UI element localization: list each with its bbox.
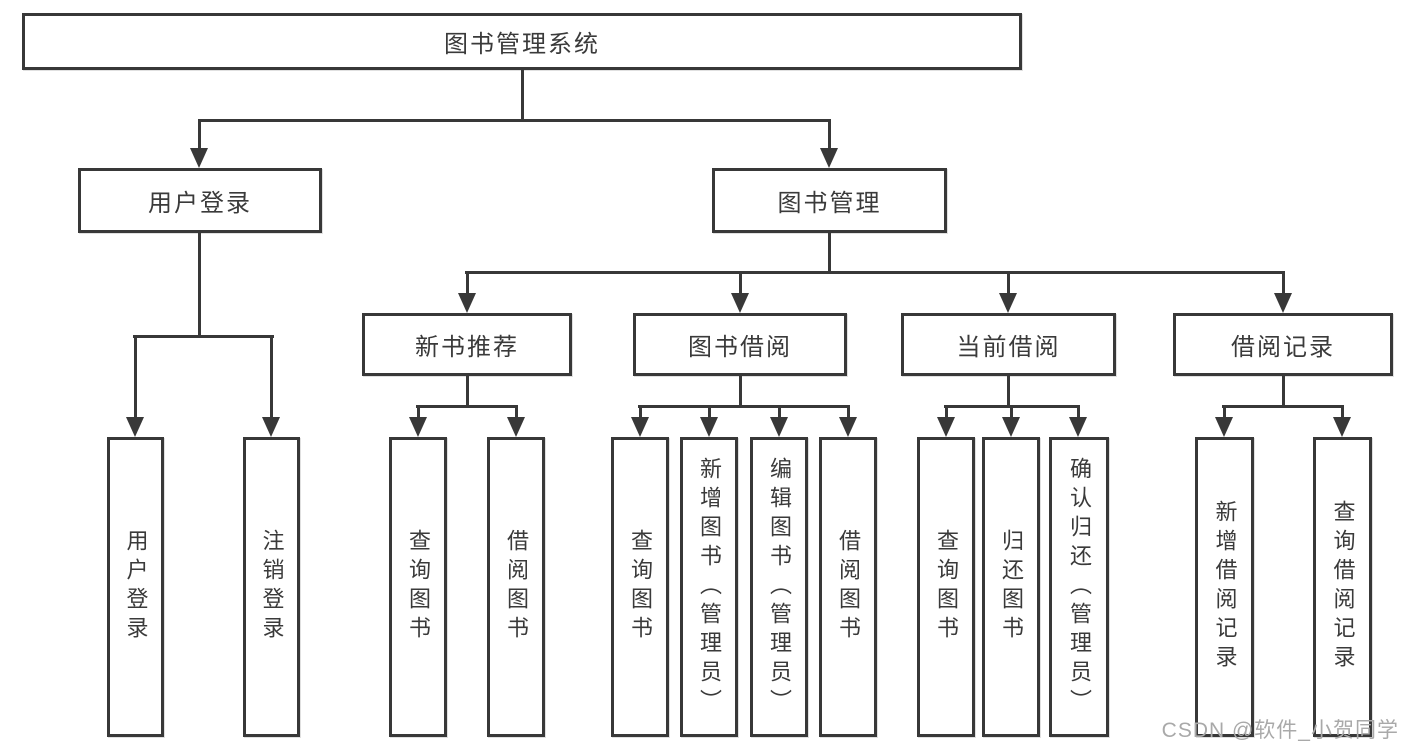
node-borrow-records: 借阅记录: [1173, 313, 1393, 376]
connector-root-trunk: [521, 68, 524, 121]
connector-stem: [945, 405, 948, 421]
arrow-down-icon: [1274, 293, 1292, 313]
arrow-down-icon: [1333, 417, 1351, 437]
arrow-down-icon: [731, 293, 749, 313]
connector-level2-split: [198, 119, 831, 122]
connector-book-borrow-split: [638, 405, 850, 408]
node-edit-book-admin: 编辑图书（管理员）: [750, 437, 808, 737]
connector-stem: [1077, 405, 1080, 421]
connector-stem-borrow-records: [1282, 271, 1285, 295]
connector-stem: [1010, 405, 1013, 421]
arrow-down-icon: [409, 417, 427, 437]
connector-stem: [1223, 405, 1226, 421]
connector-new-book-split: [416, 405, 518, 408]
connector-stem: [639, 405, 642, 421]
connector-stem-book-management: [828, 119, 831, 149]
node-query-borrow-record: 查询借阅记录: [1313, 437, 1372, 737]
arrow-down-icon: [262, 417, 280, 437]
node-borrow-books-leaf: 借阅图书: [819, 437, 877, 737]
node-add-borrow-record: 新增借阅记录: [1195, 437, 1254, 737]
arrow-down-icon: [820, 148, 838, 168]
node-user-login-leaf: 用户登录: [107, 437, 164, 737]
connector-level3-split: [465, 271, 1285, 274]
arrow-down-icon: [937, 417, 955, 437]
node-confirm-return-admin: 确认归还（管理员）: [1049, 437, 1109, 737]
connector-user-login-split: [133, 335, 274, 338]
connector-borrow-records-split: [1222, 405, 1344, 408]
node-system-root: 图书管理系统: [22, 13, 1022, 70]
node-return-book: 归还图书: [982, 437, 1040, 737]
connector-stem: [1341, 405, 1344, 421]
node-add-book-admin: 新增图书（管理员）: [680, 437, 738, 737]
connector-stem: [847, 405, 850, 421]
arrow-down-icon: [839, 417, 857, 437]
connector-current-borrow-trunk: [1007, 374, 1010, 407]
csdn-watermark: CSDN @软件_小贺同学: [1161, 719, 1399, 742]
connector-stem: [515, 405, 518, 421]
arrow-down-icon: [190, 148, 208, 168]
arrow-down-icon: [1069, 417, 1087, 437]
arrow-down-icon: [1215, 417, 1233, 437]
connector-stem: [417, 405, 420, 421]
node-query-books-recommend: 查询图书: [389, 437, 447, 737]
node-book-management: 图书管理: [712, 168, 947, 233]
arrow-down-icon: [507, 417, 525, 437]
connector-stem-book-borrow: [739, 271, 742, 295]
connector-book-management-trunk: [828, 231, 831, 273]
node-query-books-borrow: 查询图书: [611, 437, 669, 737]
node-borrow-books-recommend: 借阅图书: [487, 437, 545, 737]
connector-stem-new-book: [466, 271, 469, 295]
node-current-borrow: 当前借阅: [901, 313, 1116, 376]
connector-stem-logout: [270, 335, 273, 419]
node-user-login: 用户登录: [78, 168, 322, 233]
connector-stem: [778, 405, 781, 421]
arrow-down-icon: [126, 417, 144, 437]
arrow-down-icon: [631, 417, 649, 437]
node-book-borrow: 图书借阅: [633, 313, 847, 376]
connector-borrow-records-trunk: [1282, 374, 1285, 407]
node-logout: 注销登录: [243, 437, 300, 737]
arrow-down-icon: [999, 293, 1017, 313]
connector-stem-user-login: [198, 119, 201, 149]
connector-stem-current-borrow: [1007, 271, 1010, 295]
connector-stem-user-login-leaf: [134, 335, 137, 419]
connector-new-book-trunk: [466, 374, 469, 407]
arrow-down-icon: [770, 417, 788, 437]
connector-stem: [708, 405, 711, 421]
node-query-books-current: 查询图书: [917, 437, 975, 737]
arrow-down-icon: [700, 417, 718, 437]
arrow-down-icon: [1002, 417, 1020, 437]
connector-user-login-trunk: [198, 231, 201, 337]
node-new-book-recommend: 新书推荐: [362, 313, 572, 376]
connector-book-borrow-trunk: [739, 374, 742, 407]
arrow-down-icon: [458, 293, 476, 313]
